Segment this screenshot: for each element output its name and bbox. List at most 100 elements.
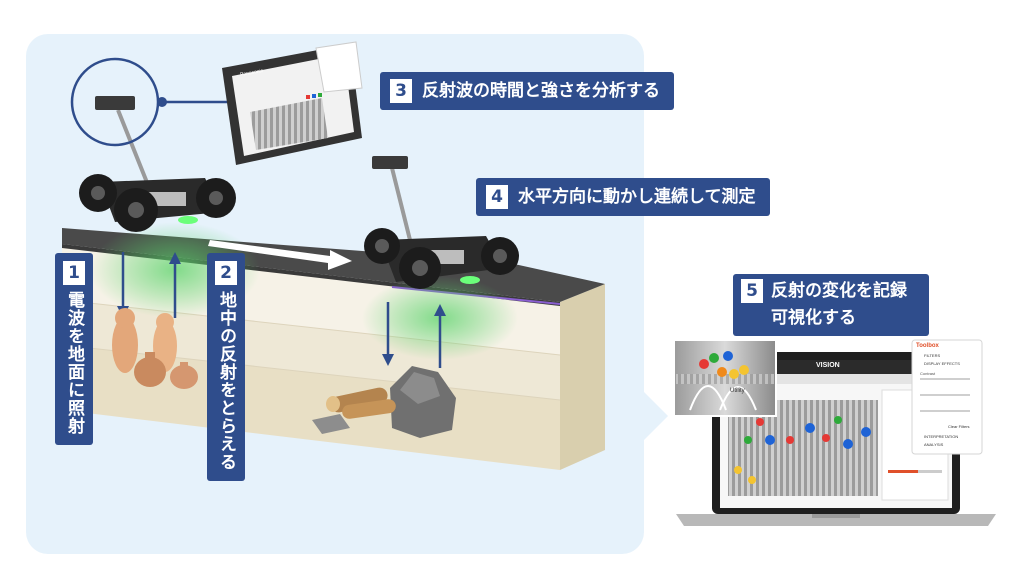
map-marker-red	[822, 434, 830, 442]
map-marker-yellow	[734, 466, 742, 474]
signal-arrows-right	[382, 302, 446, 368]
step-4-text: 水平方向に動かし連続して測定	[518, 187, 756, 207]
step-2-text: 地中の反射をとらえる	[216, 291, 236, 471]
buried-log-1	[330, 387, 388, 413]
cart-left-sensor-light	[178, 216, 198, 224]
step-5-number: 5	[741, 279, 763, 303]
transmit-arrow-right-head	[382, 354, 394, 366]
map-marker-blue	[765, 435, 775, 445]
radargram-marker-yellow	[729, 369, 739, 379]
cart-right-wheel-front-left-hub	[412, 260, 428, 276]
laptop-base-notch	[812, 514, 860, 518]
toolbox-section-interpretation: INTERPRETATION	[924, 434, 959, 439]
cart-left-wheel-front-left-hub	[128, 202, 144, 218]
cart-right-wheel-back-left-hub	[375, 239, 389, 253]
toolbox-panel	[911, 339, 983, 455]
map-marker-green	[834, 416, 842, 424]
toolbox-clear-filters-button[interactable]: Clear Filters	[948, 424, 970, 429]
toolbox-contrast-label: Contrast	[920, 371, 936, 376]
radargram-marker-blue	[723, 351, 733, 361]
buried-log-2	[342, 399, 396, 419]
radargram-inset	[673, 339, 777, 417]
toolbox-section-analysis: ANALYSIS	[924, 442, 944, 447]
step-4-number: 4	[486, 185, 508, 209]
map-marker-blue	[861, 427, 871, 437]
toolbox-background	[911, 339, 983, 455]
clay-jar-2	[170, 365, 198, 389]
figurine-2-head	[156, 313, 174, 331]
step-5-text-line2: 可視化する	[771, 308, 856, 328]
receive-arrow-left-head	[169, 252, 181, 264]
buried-rock-highlight	[400, 372, 440, 404]
laptop-progress-fill	[888, 470, 918, 473]
toolbox-slider-track	[920, 378, 970, 380]
step-1-number: 1	[63, 261, 85, 285]
step-5-label: 5 反射の変化を記録 可視化する	[733, 274, 929, 336]
step-2-label: 2 地中の反射をとらえる	[207, 253, 245, 481]
step-4-label: 4 水平方向に動かし連続して測定	[476, 178, 770, 216]
radargram-band	[676, 374, 774, 384]
laptop-app-header	[720, 360, 952, 374]
laptop-app-title: VISION	[816, 362, 840, 369]
ground-side-face	[560, 284, 605, 470]
laptop-layer-label: Utility	[730, 388, 745, 394]
cart-left-battery	[148, 192, 186, 206]
step-1-label: 1 電波を地面に照射	[55, 253, 93, 445]
map-marker-red	[756, 418, 764, 426]
step-3-number: 3	[390, 79, 412, 103]
tablet-radargram	[250, 98, 328, 150]
laptop-map-markers	[734, 416, 871, 484]
figurine-1-body	[112, 317, 138, 373]
receive-arrow-right-head	[434, 304, 446, 316]
cart-left-display-unit	[95, 96, 135, 110]
tablet-color-dot-red	[306, 95, 310, 99]
panel-pointer	[644, 392, 668, 440]
tablet-side-panel	[315, 41, 363, 93]
step-2-number: 2	[215, 261, 237, 285]
toolbox-section-filters: FILTERS	[924, 353, 941, 358]
cart-left-wheel-front-right-hub	[209, 191, 223, 205]
figurine-1-head	[115, 308, 135, 328]
laptop-toolbar	[720, 374, 952, 384]
toolbox-slider-track	[920, 410, 970, 412]
gpr-cart-right	[364, 156, 519, 289]
buried-objects	[312, 366, 456, 438]
small-stone	[312, 414, 350, 434]
zoom-link-dot	[157, 97, 167, 107]
buried-log-end	[326, 396, 340, 412]
step-1-text: 電波を地面に照射	[64, 291, 84, 435]
gpr-cart-left	[79, 96, 236, 232]
clay-jar-1-neck	[145, 352, 155, 360]
cart-right-sensor-light	[460, 276, 480, 284]
cart-right-display-unit	[372, 156, 408, 169]
figurine-2-body	[153, 320, 177, 372]
map-marker-blue	[843, 439, 853, 449]
movement-arrow	[208, 240, 352, 270]
tablet-color-dot-green	[318, 93, 322, 97]
cart-left-pole	[116, 109, 150, 186]
cart-right-pole	[390, 167, 412, 241]
radargram-marker-red	[699, 359, 709, 369]
tablet-color-dot-blue	[312, 94, 316, 98]
map-marker-blue	[805, 423, 815, 433]
cart-right-wheel-front-right-hub	[493, 249, 507, 263]
reflection-hyperbola	[719, 386, 757, 411]
radargram-marker-orange	[717, 367, 727, 377]
clay-jar-1	[134, 357, 166, 387]
toolbox-slider-track	[920, 394, 970, 396]
step-5-text-line1: 反射の変化を記録	[771, 281, 907, 301]
toolbox-section-display-effects: DISPLAY EFFECTS	[924, 361, 960, 366]
radargram-marker-green	[709, 353, 719, 363]
buried-artifacts	[112, 308, 198, 389]
laptop-base	[676, 514, 996, 526]
cart-left-wheel-back-left-hub	[91, 186, 105, 200]
toolbox-title: Toolbox	[916, 343, 939, 349]
map-marker-red	[786, 436, 794, 444]
map-marker-green	[744, 436, 752, 444]
map-marker-yellow	[748, 476, 756, 484]
radargram-marker-yellow	[739, 365, 749, 375]
clay-jar-2-neck	[180, 362, 188, 368]
